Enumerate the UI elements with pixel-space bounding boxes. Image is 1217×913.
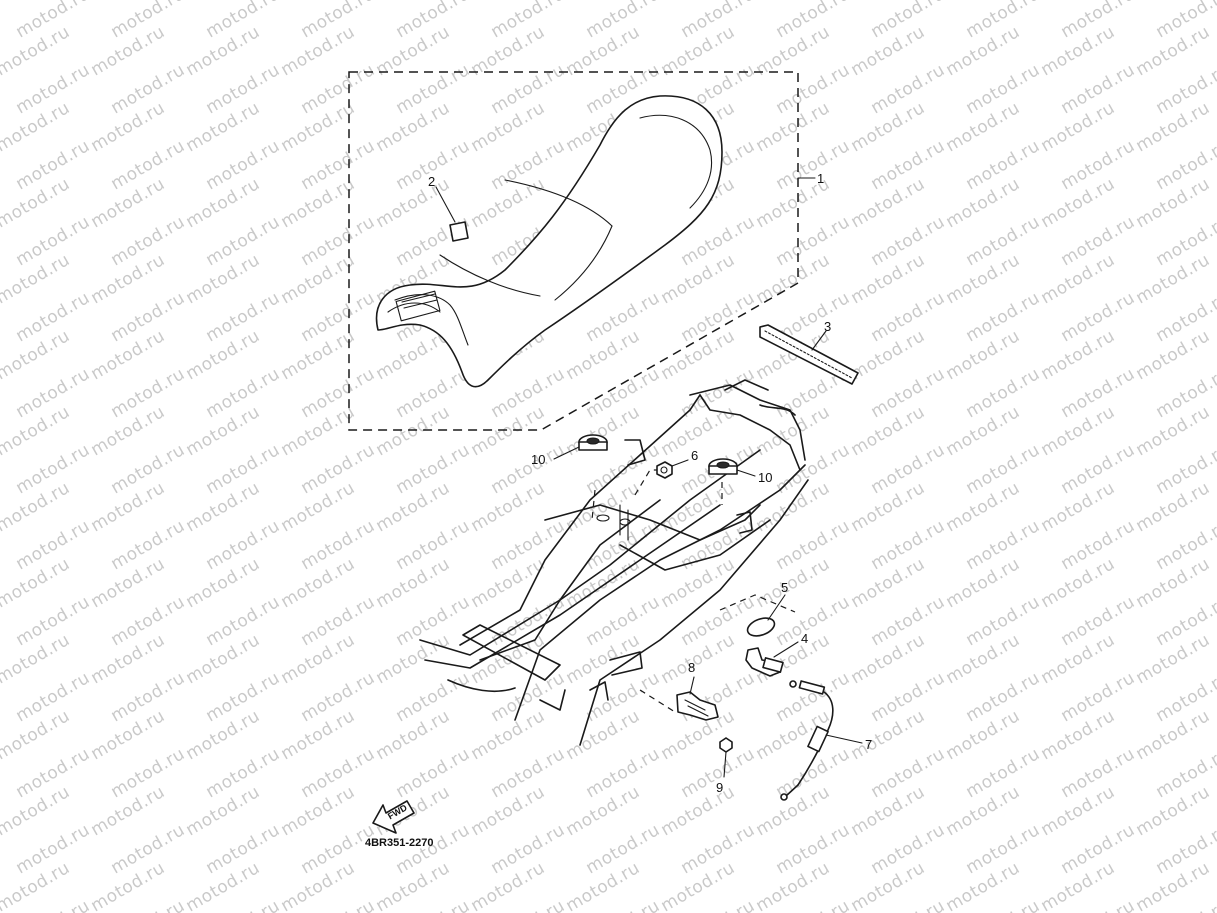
callout-6: 6 (691, 448, 698, 463)
callout-3: 3 (824, 319, 831, 334)
callout-leader-9 (723, 751, 727, 778)
callout-4: 4 (801, 631, 808, 646)
diagram-code: 4BR351-2270 (365, 837, 434, 849)
seat[interactable] (375, 95, 723, 388)
forward-direction-arrow-icon: FWD (372, 800, 415, 834)
callout-7: 7 (865, 737, 872, 752)
callout-leader-10a (553, 446, 580, 460)
callout-leader-8 (689, 676, 695, 695)
callout-leader-4 (773, 641, 799, 658)
callout-leader-6 (671, 459, 689, 467)
seat-assembly-boundary (348, 71, 799, 431)
rear-frame (419, 379, 809, 746)
seat-lock-cable[interactable] (780, 680, 863, 801)
callout-leader-3 (811, 330, 827, 351)
callout-10-left: 10 (531, 452, 545, 467)
seat-lock-bracket[interactable] (676, 676, 719, 721)
seat-lock[interactable] (745, 641, 799, 677)
callout-9: 9 (716, 780, 723, 795)
callout-8: 8 (688, 660, 695, 675)
seat-damper-strip[interactable] (759, 324, 859, 385)
grommet-right[interactable] (708, 458, 756, 477)
lock-cover-plate[interactable] (745, 594, 786, 639)
callout-leader-7 (825, 734, 863, 744)
callout-2: 2 (428, 174, 435, 189)
seat-label-tab[interactable] (435, 186, 469, 242)
callout-1: 1 (817, 171, 824, 186)
callout-5: 5 (781, 580, 788, 595)
callout-leader-10b (736, 469, 756, 477)
nut[interactable] (656, 459, 689, 479)
callout-leader-2 (435, 186, 456, 223)
callout-10-right: 10 (758, 470, 772, 485)
grommet-left[interactable] (553, 434, 608, 460)
callout-leader-5 (767, 594, 786, 621)
screw[interactable] (719, 737, 733, 778)
